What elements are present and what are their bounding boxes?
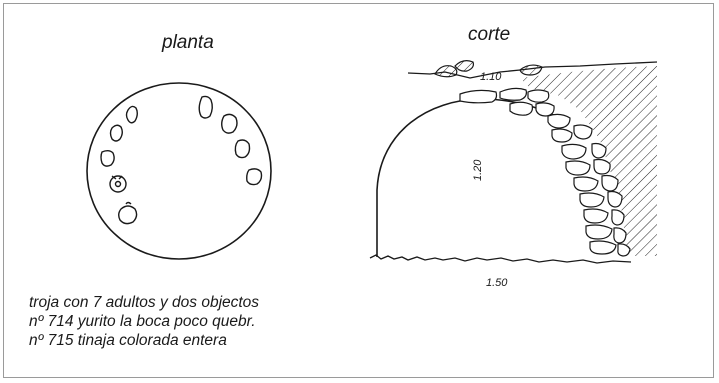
object-shapes — [109, 175, 138, 225]
vessel-4 — [198, 95, 213, 119]
caption-line: nº 715 tinaja colorada entera — [29, 332, 227, 349]
vessel-6 — [234, 139, 251, 159]
caption-line: troja con 7 adultos y dos objectos — [29, 294, 260, 311]
plan-title: planta — [162, 32, 214, 53]
object-714 — [109, 175, 127, 193]
surface-stones — [434, 60, 543, 78]
section-drawing — [369, 60, 658, 264]
earth-hatching — [520, 66, 657, 256]
plan-drawing — [86, 82, 272, 260]
vessel-5 — [221, 113, 238, 134]
dimension-base-width: 1.50 — [486, 277, 508, 289]
section-title: corte — [468, 24, 511, 45]
chamber-dome — [376, 98, 561, 257]
stone-wall — [459, 87, 631, 257]
vessel-2 — [109, 124, 123, 142]
dimension-top-width: 1.10 — [480, 71, 502, 83]
dimension-height: 1.20 — [472, 159, 484, 181]
vessel-shapes — [100, 95, 263, 186]
vessel-1 — [125, 105, 138, 124]
object-715 — [118, 205, 138, 225]
vessel-3 — [100, 150, 115, 167]
pit-outline — [86, 82, 272, 260]
caption-line: nº 714 yurito la boca poco quebr. — [29, 313, 256, 330]
chamber-floor — [369, 254, 632, 264]
vessel-7 — [246, 168, 263, 186]
caption: troja con 7 adultos y dos objectos nº 71… — [29, 293, 259, 350]
